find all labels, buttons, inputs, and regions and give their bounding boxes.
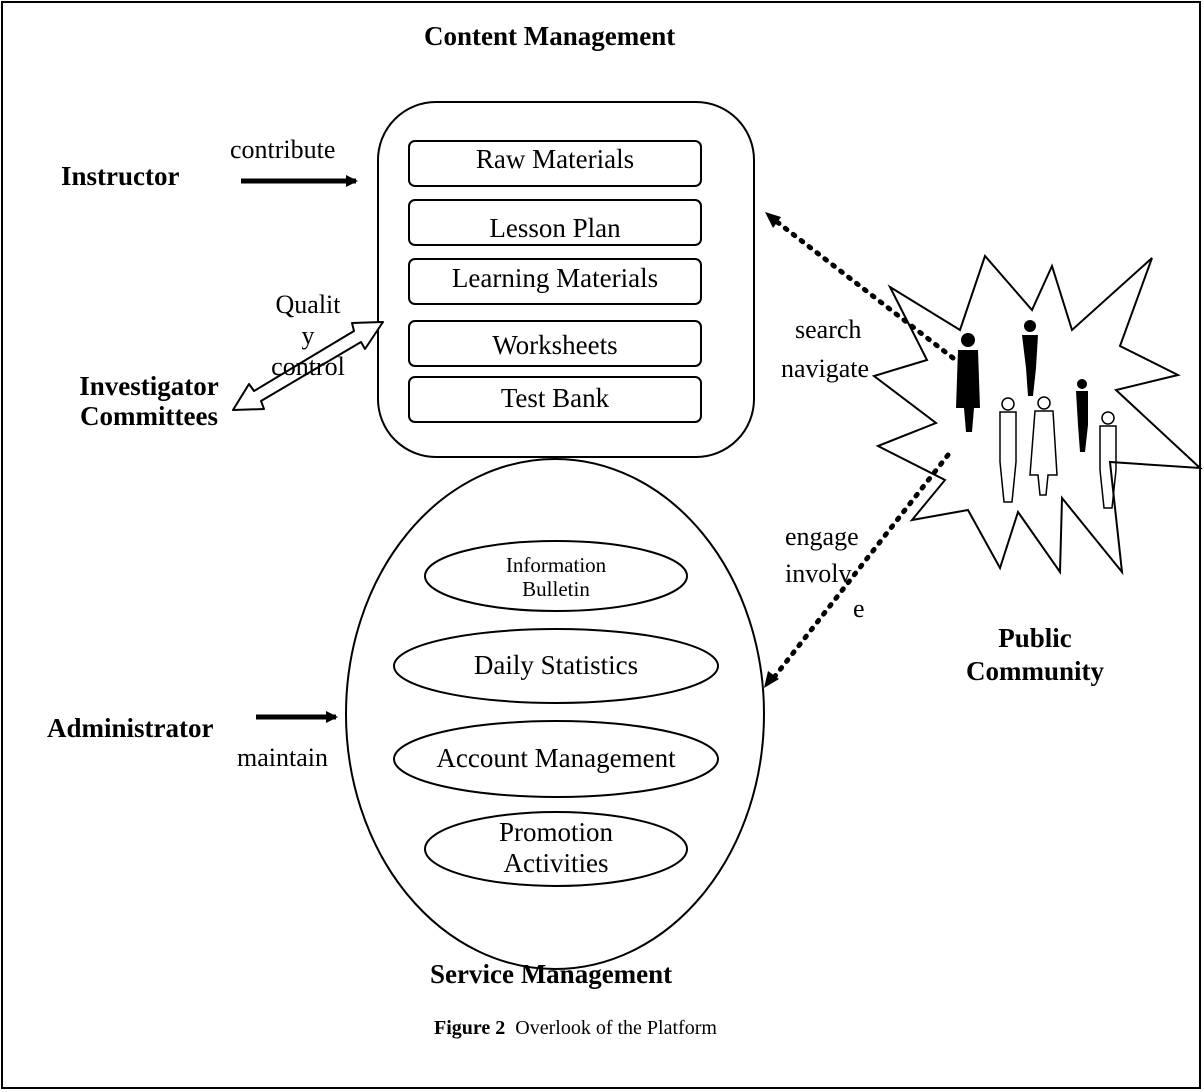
content-item-box (408, 376, 702, 423)
administrator-label: Administrator (47, 713, 214, 743)
investigator-line: Investigator (79, 371, 219, 401)
content-item-box (408, 140, 702, 187)
search-label: search (795, 315, 862, 344)
maintain-label: maintain (237, 743, 328, 772)
service-item-line: Information (505, 553, 607, 577)
service-item-line: Activities (503, 848, 609, 879)
public-community-label: Public Community (952, 622, 1118, 688)
instructor-label: Instructor (61, 161, 180, 191)
content-item-box (408, 199, 702, 246)
content-item-label: Raw Materials (475, 144, 635, 174)
service-management-title: Service Management (430, 959, 673, 989)
engage-label: engage (785, 522, 859, 551)
service-item-label: Information Bulletin (425, 553, 687, 601)
quality-control-arrow (232, 321, 384, 411)
investigator-label: Investigator Committees (68, 371, 230, 431)
involve-label-tail: e (853, 594, 865, 623)
content-item-box (408, 320, 702, 367)
public-community-starburst (871, 254, 1203, 576)
service-item-oval (424, 811, 688, 887)
service-management-container (345, 458, 765, 970)
quality-control-line: Qualit (275, 290, 341, 319)
navigate-label: navigate (781, 354, 870, 383)
content-item-label: Test Bank (500, 383, 610, 413)
engage-involve-arrow (769, 452, 951, 683)
search-navigate-arrowhead (765, 212, 781, 228)
quality-control-line: control (271, 352, 345, 382)
contribute-label: contribute (230, 135, 336, 164)
public-community-line: Community (965, 655, 1104, 686)
figure-caption-label: Figure 2 (434, 1017, 506, 1039)
figure-caption-text: Overlook of the Platform (515, 1017, 717, 1039)
content-item-label: Learning Materials (451, 263, 659, 293)
people-icon (956, 320, 1117, 509)
search-navigate-arrow (769, 215, 956, 361)
service-item-label: Promotion Activities (425, 817, 687, 879)
public-community-line: Public (998, 623, 1072, 653)
service-item-oval (424, 540, 688, 612)
service-item-line: Bulletin (522, 577, 590, 602)
involve-label: involv (785, 559, 852, 588)
content-management-container (377, 101, 755, 458)
content-item-box (408, 258, 702, 305)
quality-control-line: y (301, 321, 315, 351)
figure-caption: Figure 2 Overlook of the Platform (434, 1017, 717, 1039)
investigator-line: Committees (80, 400, 218, 431)
content-item-label: Worksheets (492, 330, 618, 360)
quality-control-label: Qualit y control (258, 289, 358, 383)
content-management-title: Content Management (424, 21, 676, 51)
service-item-oval (393, 628, 719, 704)
engage-involve-arrowhead (764, 671, 779, 688)
content-item-label: Lesson Plan (489, 213, 621, 243)
service-item-oval (393, 720, 719, 798)
service-item-label: Account Management (436, 743, 676, 773)
service-item-label: Daily Statistics (473, 650, 639, 680)
service-item-line: Promotion (498, 817, 613, 847)
